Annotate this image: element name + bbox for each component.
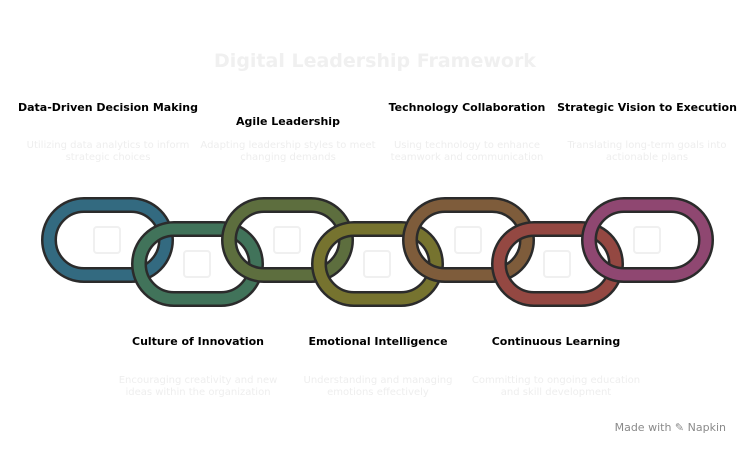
napkin-brand: Napkin bbox=[687, 421, 726, 434]
napkin-logo-icon: ✎ bbox=[674, 421, 685, 434]
chain-link-4 bbox=[311, 221, 444, 307]
empathy-cycle-icon bbox=[363, 250, 391, 278]
chain-link-2 bbox=[131, 221, 264, 307]
chain-link-6 bbox=[491, 221, 624, 307]
label-emotional: Emotional Intelligence bbox=[308, 335, 448, 348]
label-agile: Agile Leadership bbox=[236, 115, 340, 128]
label-technology: Technology Collaboration bbox=[388, 101, 546, 114]
desc-strategic: Translating long-term goals into actiona… bbox=[567, 140, 727, 163]
made-with-napkin[interactable]: Made with ✎ Napkin bbox=[615, 421, 726, 434]
desc-agile: Adapting leadership styles to meet chang… bbox=[200, 140, 376, 163]
label-culture: Culture of Innovation bbox=[132, 335, 264, 348]
diagram-title: Digital Leadership Framework bbox=[214, 50, 536, 72]
desc-continuous: Committing to ongoing education and skil… bbox=[471, 375, 641, 398]
chart-icon bbox=[93, 226, 121, 254]
chain-link-1 bbox=[41, 197, 174, 283]
label-continuous: Continuous Learning bbox=[491, 335, 621, 348]
book-person-icon bbox=[543, 250, 571, 278]
chain-link-5 bbox=[402, 197, 535, 283]
desc-culture: Encouraging creativity and new ideas wit… bbox=[118, 375, 278, 398]
label-data-driven: Data-Driven Decision Making bbox=[18, 101, 198, 114]
walking-person-icon bbox=[273, 226, 301, 254]
desc-technology: Using technology to enhance teamwork and… bbox=[390, 140, 544, 163]
chain-link-7 bbox=[581, 197, 714, 283]
label-strategic: Strategic Vision to Execution bbox=[557, 101, 737, 114]
lightbulb-team-icon bbox=[183, 250, 211, 278]
chain-link-3 bbox=[221, 197, 354, 283]
desc-data-driven: Utilizing data analytics to inform strat… bbox=[26, 140, 190, 163]
strategy-arrow-icon bbox=[633, 226, 661, 254]
desc-emotional: Understanding and managing emotions effe… bbox=[303, 375, 453, 398]
chat-people-icon bbox=[454, 226, 482, 254]
made-with-text: Made with bbox=[614, 421, 672, 434]
